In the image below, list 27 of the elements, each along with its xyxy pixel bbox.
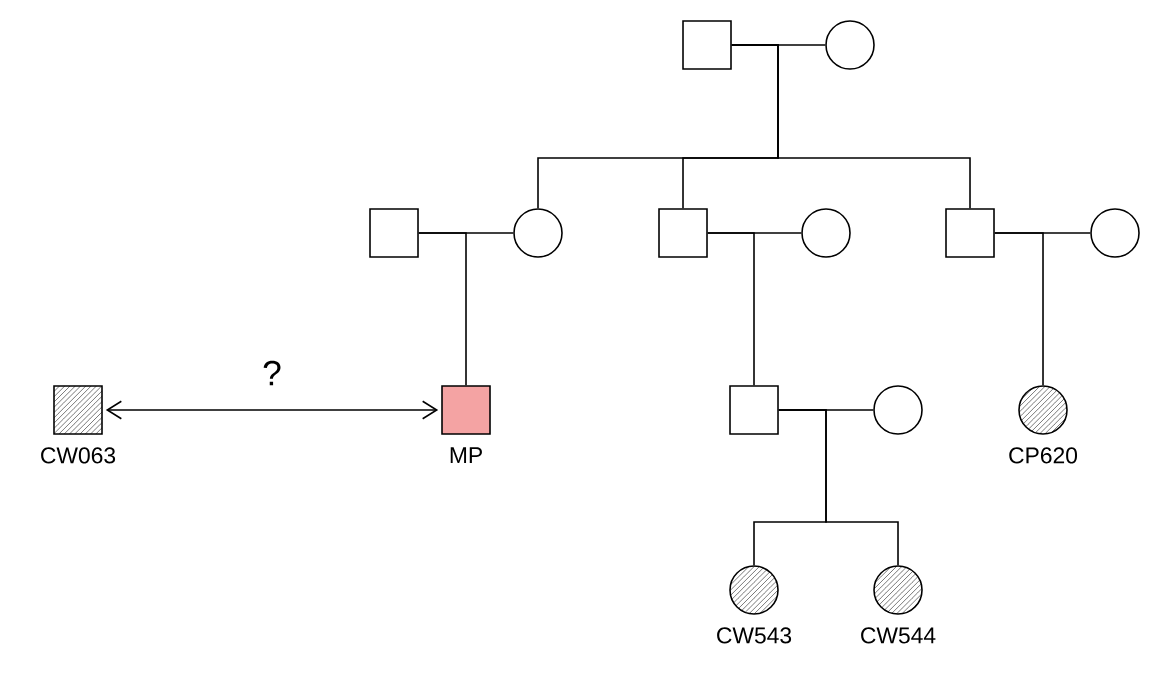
circle-symbol bbox=[717, 565, 792, 644]
circle-symbol bbox=[873, 385, 923, 435]
circle-symbol bbox=[861, 565, 936, 644]
square-symbol bbox=[658, 208, 708, 258]
circle-symbol bbox=[801, 208, 851, 258]
edge-label: ? bbox=[263, 360, 281, 386]
descent-line bbox=[418, 232, 467, 386]
square-symbol bbox=[945, 208, 995, 258]
descent-line bbox=[707, 232, 755, 386]
pedigree-label: CW543 bbox=[717, 627, 792, 644]
circle-symbol bbox=[513, 208, 563, 258]
square-symbol bbox=[369, 208, 419, 258]
square-symbol bbox=[441, 385, 491, 464]
square-symbol bbox=[729, 385, 779, 435]
circle-symbol bbox=[1009, 385, 1078, 464]
pedigree-label: CP620 bbox=[1009, 447, 1078, 464]
descent-line bbox=[731, 44, 971, 209]
circle-symbol bbox=[825, 20, 875, 70]
descent-line bbox=[778, 409, 899, 566]
pedigree-label: CW544 bbox=[861, 627, 936, 644]
square-symbol bbox=[41, 385, 116, 464]
descent-line bbox=[994, 232, 1044, 386]
pedigree-label: CW063 bbox=[41, 447, 116, 464]
pedigree-label: MP bbox=[450, 447, 482, 464]
circle-symbol bbox=[1090, 208, 1140, 258]
double-arrow bbox=[105, 400, 439, 420]
square-symbol bbox=[682, 20, 732, 70]
